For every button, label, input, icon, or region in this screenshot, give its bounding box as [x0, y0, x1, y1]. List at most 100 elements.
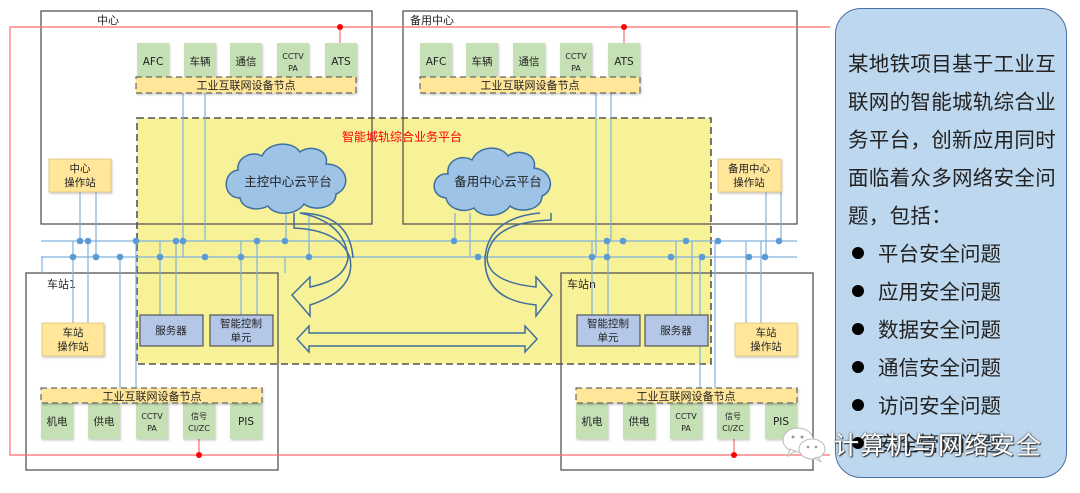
svg-text:服务器: 服务器: [155, 324, 187, 337]
device-label: ATS: [614, 56, 634, 68]
center-node-bar: [135, 76, 357, 94]
station-n-box: [560, 272, 814, 471]
svg-text:智能控制单元: 智能控制单元: [587, 317, 629, 344]
station-1-operator-station: 车站操作站: [41, 322, 105, 357]
center-title: 中心: [97, 14, 119, 27]
station-1-node-label: 工业互联网设备节点: [103, 389, 202, 403]
bus-junction-dot: [450, 237, 458, 245]
bullet-icon: [852, 399, 864, 411]
svg-text:备用中心操作站: 备用中心操作站: [728, 162, 770, 189]
bus-dots: [69, 237, 783, 261]
center-device: AFC: [137, 43, 169, 79]
bullet-icon: [852, 437, 864, 449]
bus-junction-dot: [92, 253, 100, 261]
bus-junction-dot: [682, 237, 690, 245]
center-device: 通信: [230, 43, 262, 79]
device-label: PIS: [238, 416, 254, 428]
security-issue-item: 平台安全问题: [848, 235, 1056, 273]
security-issues-list: 平台安全问题应用安全问题数据安全问题通信安全问题访问安全问题安全管理问题: [848, 235, 1056, 463]
bus-junction-dot: [305, 253, 313, 261]
security-issue-label: 安全管理问题: [878, 432, 1001, 456]
security-issues-panel: 某地铁项目基于工业互联网的智能城轨综合业务平台，创新应用同时面临着众多网络安全问…: [835, 8, 1067, 478]
backup-cloud-label: 备用中心云平台: [454, 174, 542, 189]
bullet-icon: [852, 285, 864, 297]
svg-text:智能控制单元: 智能控制单元: [220, 317, 262, 344]
watermark: 计算机与网络安全: [780, 424, 1042, 464]
bus-junction-dot: [116, 253, 124, 261]
main-cloud-curved-arrow: [290, 212, 354, 319]
security-issue-item: 访问安全问题: [848, 387, 1056, 425]
station-n-control-unit: 智能控制单元: [576, 314, 641, 347]
device-label: AFC: [143, 56, 164, 68]
bus-junction-dot: [281, 237, 289, 245]
station-1-server: 服务器: [139, 314, 204, 347]
center-node-label: 工业互联网设备节点: [197, 78, 296, 92]
bus-junction-dot: [156, 253, 164, 261]
device-label: 机电: [582, 415, 603, 428]
station-n-node-label: 工业互联网设备节点: [637, 389, 736, 403]
bus-junction-dot: [603, 253, 611, 261]
main-cloud-label: 主控中心云平台: [244, 174, 332, 189]
bus-junction-dot: [253, 237, 261, 245]
bus-junction-dot: [714, 237, 722, 245]
device-label: PIS: [773, 416, 789, 428]
backup-device: 通信: [513, 43, 545, 79]
station-1-device: 机电: [41, 403, 73, 439]
red-junction-dot: [196, 452, 202, 458]
security-issue-item: 应用安全问题: [848, 273, 1056, 311]
security-issue-item: 数据安全问题: [848, 311, 1056, 349]
svg-text:服务器: 服务器: [660, 324, 692, 337]
backup-device: AFC: [420, 43, 452, 79]
panel-intro-line: 某地铁项目基于工业互: [848, 52, 1056, 76]
backup-node-bar: [419, 76, 641, 94]
station-n-server: 服务器: [644, 314, 709, 347]
bus-junction-dot: [69, 253, 77, 261]
center-box: [40, 10, 373, 225]
security-issue-item: 通信安全问题: [848, 349, 1056, 387]
backup-device: ATS: [608, 43, 640, 79]
device-label: ATS: [331, 56, 351, 68]
device-label: AFC: [426, 56, 447, 68]
security-issue-label: 通信安全问题: [878, 356, 1001, 380]
backup-cloud-curved-arrow: [484, 212, 553, 319]
panel-intro-line: 务平台，创新应用同时: [848, 128, 1056, 152]
station-1-control-unit: 智能控制单元: [209, 314, 274, 347]
panel-intro: 某地铁项目基于工业互联网的智能城轨综合业务平台，创新应用同时面临着众多网络安全问…: [848, 45, 1056, 235]
bus-junction-dot: [84, 237, 92, 245]
svg-text:车站操作站: 车站操作站: [57, 326, 89, 353]
backup-control-cloud: 备用中心云平台: [433, 147, 552, 216]
bus-junction-dot: [201, 253, 209, 261]
bus-junction-dot: [619, 237, 627, 245]
bus-junction-dot: [761, 253, 769, 261]
bus-junction-dot: [698, 253, 706, 261]
device-label: 车辆: [472, 55, 493, 68]
bullet-icon: [852, 323, 864, 335]
svg-text:车站操作站: 车站操作站: [750, 326, 782, 353]
device-label: 机电: [47, 415, 68, 428]
device-label: 供电: [629, 415, 650, 428]
station-n-device: 机电: [576, 403, 608, 439]
backup-center-box: [402, 10, 798, 225]
platform-title: 智能城轨综合业务平台: [342, 129, 462, 144]
bus-junction-dot: [172, 237, 180, 245]
bus-junction-dot: [745, 253, 753, 261]
panel-intro-line: 面临着众多网络安全问: [848, 166, 1056, 190]
svg-text:中心操作站: 中心操作站: [64, 162, 96, 189]
bus-junction-dot: [237, 253, 245, 261]
security-issue-label: 访问安全问题: [878, 394, 1001, 418]
bullet-icon: [852, 247, 864, 259]
backup-node-label: 工业互联网设备节点: [481, 78, 580, 92]
station-n-title: 车站n: [567, 277, 596, 291]
backup-device: 车辆: [466, 43, 498, 79]
panel-intro-line: 联网的智能城轨综合业: [848, 90, 1056, 114]
station-1-device: 供电: [88, 403, 120, 439]
